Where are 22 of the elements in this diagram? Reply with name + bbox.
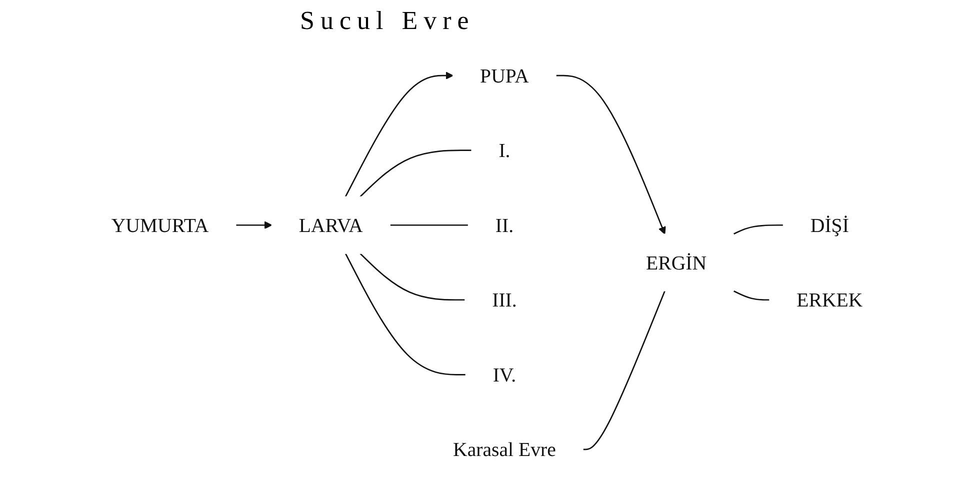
node-text: DİŞİ: [810, 214, 849, 236]
connector: [360, 150, 472, 198]
connector: [390, 224, 468, 226]
connector: [733, 290, 770, 301]
node-text: PUPA: [480, 64, 529, 87]
node-text: YUMURTA: [111, 214, 209, 236]
node-text: ERGİN: [646, 251, 707, 274]
arrow: [236, 221, 272, 230]
phase-label: Sucul Evre: [300, 6, 475, 35]
connector: [360, 253, 466, 301]
arrow: [556, 74, 666, 234]
connector: [344, 253, 466, 376]
connector: [733, 224, 784, 235]
node-text: II.: [495, 214, 514, 236]
node-text: III.: [492, 288, 517, 312]
node-text: Karasal Evre: [453, 438, 556, 461]
node-text: LARVA: [298, 214, 363, 236]
node-text: IV.: [492, 363, 516, 386]
connector: [582, 290, 666, 450]
node-text: ERKEK: [796, 288, 863, 312]
arrow: [344, 72, 454, 198]
node-text: I.: [498, 139, 510, 162]
